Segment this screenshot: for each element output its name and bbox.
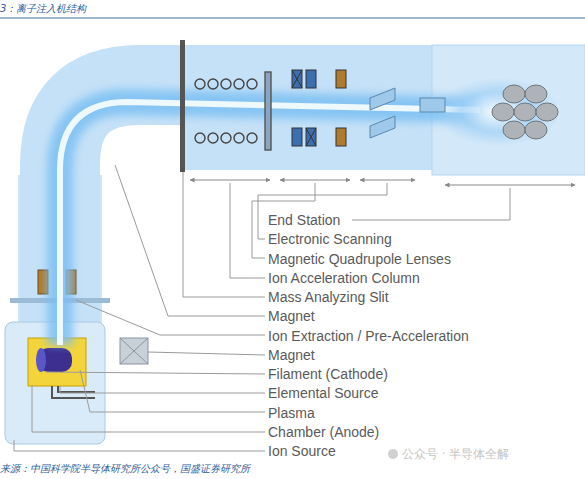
mass-slit <box>180 40 185 172</box>
figure-title: 3：离子注入机结构 <box>0 2 86 15</box>
chamber <box>28 338 86 386</box>
extraction-magnet <box>38 270 48 294</box>
part-label: Magnet <box>268 347 315 363</box>
watermark: 公众号 · 半导体全解 <box>402 446 509 462</box>
top-rule <box>0 18 585 19</box>
source-magnet <box>120 338 148 364</box>
filament-end <box>36 348 46 372</box>
gas-pipe <box>52 386 95 398</box>
wafer-group <box>492 85 558 139</box>
part-label: Elemental Source <box>268 385 379 401</box>
part-label: Chamber (Anode) <box>268 424 379 440</box>
end-station-box <box>432 45 585 175</box>
part-label: Magnetic Quadrupole Lenses <box>268 251 451 267</box>
part-label: End Station <box>268 212 340 228</box>
dimension-arrows <box>190 180 575 185</box>
part-label: Ion Extraction / Pre-Acceleration <box>268 328 469 344</box>
part-label: Ion Acceleration Column <box>268 270 420 286</box>
beam-flare <box>436 78 560 146</box>
part-label: Mass Analyzing Slit <box>268 289 389 305</box>
leader-lines <box>14 165 510 451</box>
source-caption: 来源：中国科学院半导体研究所公众号，国盛证券研究所 <box>0 462 250 475</box>
magnet-cross <box>120 338 148 364</box>
quadrupole-lenses <box>292 70 346 146</box>
part-label: Ion Source <box>268 443 336 459</box>
part-label: Plasma <box>268 405 315 421</box>
scanning-plates <box>370 88 445 138</box>
part-label: Magnet <box>268 308 315 324</box>
part-label: Electronic Scanning <box>268 231 392 247</box>
acceleration-coils <box>195 72 271 150</box>
part-label: Filament (Cathode) <box>268 366 388 382</box>
watermark-icon <box>388 449 398 459</box>
